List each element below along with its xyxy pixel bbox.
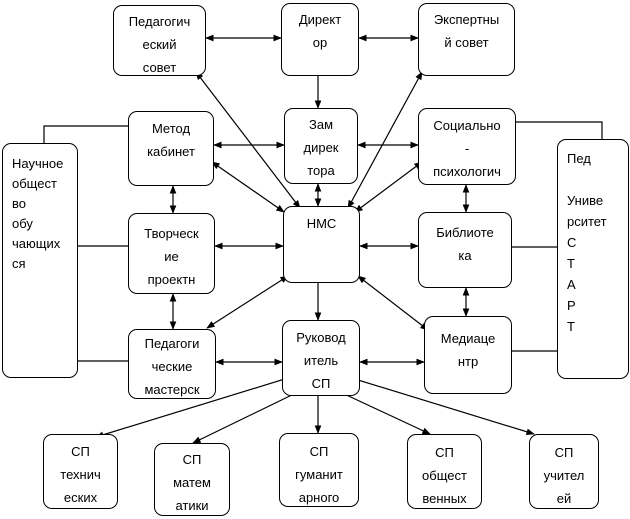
sp-math-box: СП матем атики — [154, 443, 230, 516]
zam-label: Зам дирек тора — [303, 117, 339, 178]
social-box: Социально - психологич — [418, 108, 516, 185]
sp-obsh-label: СП общест венных — [422, 445, 467, 506]
sp-uch-box: СП учител ей — [529, 434, 599, 509]
sp-gum-box: СП гуманит арного — [279, 433, 359, 507]
zam-box: Зам дирек тора — [284, 108, 358, 184]
ped-univ-box: Пед Униве рситет С Т А Р Т — [557, 139, 629, 379]
tvorch-box: Творческ ие проектн — [128, 213, 215, 294]
nauch-box: Научное общест во обу чающих ся — [2, 143, 78, 378]
media-label: Медиаце нтр — [440, 331, 496, 369]
connector-social-peduniv — [516, 121, 603, 139]
ped-mast-box: Педагоги ческие мастерск — [128, 329, 216, 399]
social-label: Социально - психологич — [433, 118, 501, 179]
sp-uch-label: СП учител ей — [543, 445, 585, 506]
ruk-label: Руковод итель СП — [296, 330, 346, 391]
nms-label: НМС — [306, 216, 337, 231]
edge-ruk-spobsh — [339, 391, 431, 435]
sp-math-label: СП матем атики — [173, 452, 211, 513]
ped-univ-label: Пед Униве рситет С Т А Р Т — [567, 151, 607, 334]
edge-ruk-spmath — [192, 391, 299, 444]
edge-pedmast-nms — [206, 275, 289, 329]
ruk-box: Руковод итель СП — [282, 320, 360, 396]
tvorch-label: Творческ ие проектн — [144, 226, 199, 287]
edge-social-nms — [354, 161, 423, 213]
media-box: Медиаце нтр — [424, 316, 512, 394]
sp-tech-label: СП технич еских — [60, 444, 101, 505]
ped-sovet-box: Педагогич еский совет — [113, 5, 206, 76]
sp-tech-box: СП технич еских — [43, 434, 118, 509]
connector-nauch-metod — [43, 125, 128, 147]
ped-sovet-label: Педагогич еский совет — [128, 14, 191, 75]
biblio-label: Библиоте ка — [436, 225, 494, 263]
edge-ruk-sptech — [95, 377, 289, 438]
expert-label: Экспертны й совет — [433, 12, 500, 50]
ped-mast-label: Педагоги ческие мастерск — [144, 336, 200, 397]
edge-expert-nms — [347, 71, 423, 209]
edge-media-nms — [357, 275, 429, 331]
director-label: Директ ор — [298, 12, 342, 50]
metod-label: Метод кабинет — [147, 121, 195, 159]
sp-gum-label: СП гуманит арного — [295, 444, 343, 505]
edge-ruk-spuch — [357, 379, 535, 435]
biblio-box: Библиоте ка — [418, 212, 512, 288]
nms-box: НМС — [283, 206, 360, 283]
edge-metod-nms — [211, 161, 285, 213]
metod-box: Метод кабинет — [128, 111, 214, 186]
sp-obsh-box: СП общест венных — [407, 434, 482, 509]
director-box: Директ ор — [281, 3, 359, 76]
nauch-label: Научное общест во обу чающих ся — [12, 156, 64, 271]
expert-box: Экспертны й совет — [418, 3, 515, 76]
